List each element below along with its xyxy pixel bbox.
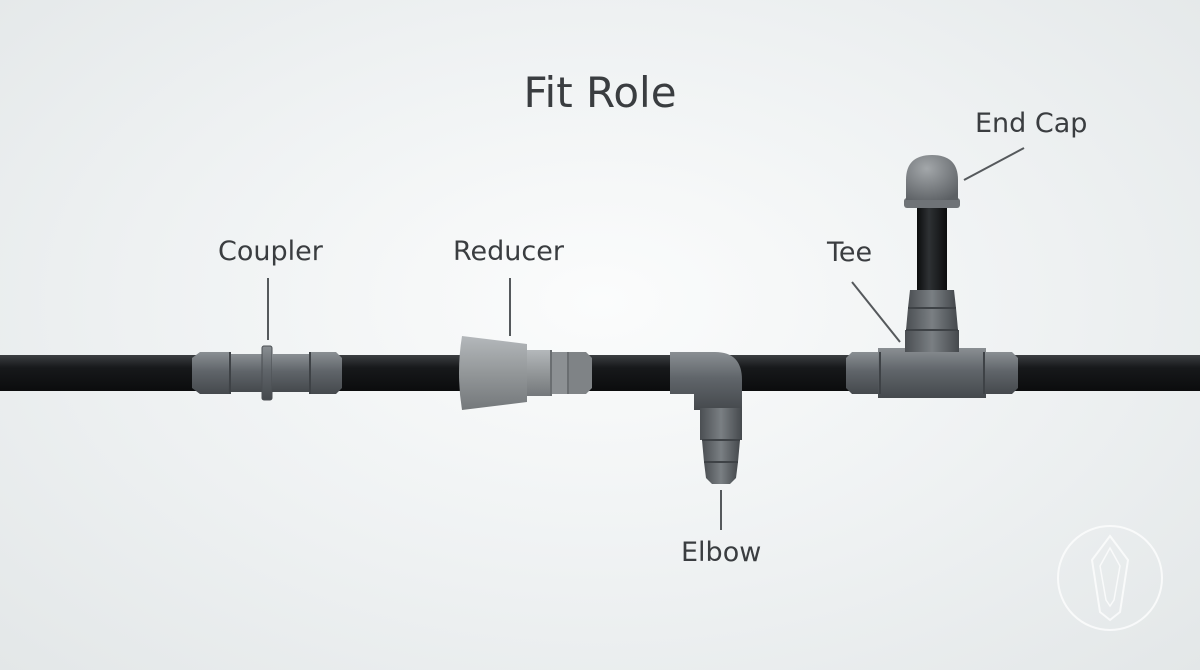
watermark-seal-icon <box>1057 525 1163 631</box>
tee-label: Tee <box>827 237 873 268</box>
page-title: Fit Role <box>523 68 677 117</box>
elbow-label: Elbow <box>681 537 762 568</box>
tee-fitting <box>846 290 1018 398</box>
reducer-fitting <box>459 336 592 410</box>
main-pipe <box>0 355 1200 391</box>
coupler-label: Coupler <box>218 236 323 267</box>
reducer-label: Reducer <box>453 236 564 267</box>
tee-leader-line <box>851 281 901 343</box>
end-cap-fitting <box>904 155 960 208</box>
riser-pipe <box>917 200 947 300</box>
coupler-fitting <box>192 345 342 401</box>
end-cap-leader-line <box>963 147 1025 181</box>
elbow-fitting <box>670 352 742 484</box>
end-cap-label: End Cap <box>975 108 1088 139</box>
